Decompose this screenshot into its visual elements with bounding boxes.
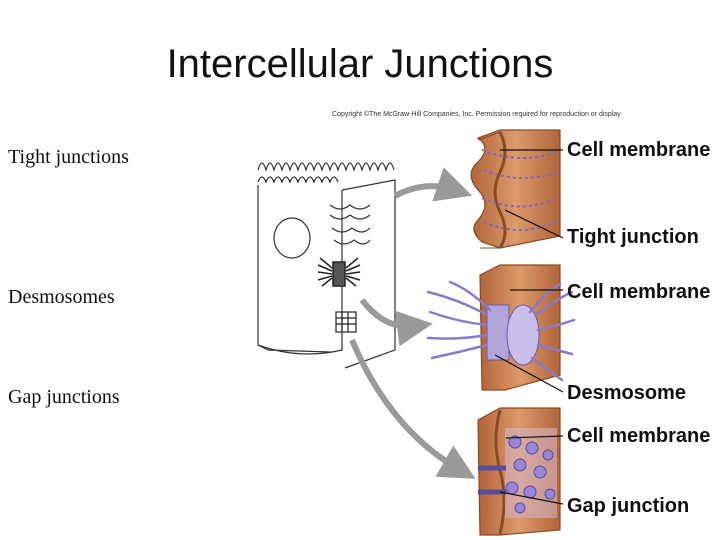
arrow-to-tight-junction [393, 167, 473, 202]
slide-title: Intercellular Junctions [166, 42, 554, 86]
desmosome-panel [426, 264, 576, 393]
callout-tight-junction: Tight junction [567, 226, 699, 248]
callout-gap-junction: Gap junction [567, 495, 690, 517]
epithelial-cell-drawing [257, 162, 396, 369]
callout-desmosome: Desmosome [567, 382, 686, 404]
tight-junction-panel [470, 129, 564, 249]
gap-junction-panel [477, 407, 564, 536]
label-gap-junctions: Gap junctions [8, 386, 120, 408]
arrow-to-gap-junction [349, 338, 476, 479]
callout-cell-membrane-1: Cell membrane [567, 139, 711, 161]
label-tight-junctions: Tight junctions [8, 146, 129, 168]
callout-cell-membrane-3: Cell membrane [567, 425, 711, 447]
arrow-to-desmosome [359, 298, 433, 347]
copyright-notice: Copyright ©The McGraw-Hill Companies, In… [332, 111, 621, 118]
callout-cell-membrane-2: Cell membrane [567, 281, 711, 303]
label-desmosomes: Desmosomes [8, 286, 115, 308]
